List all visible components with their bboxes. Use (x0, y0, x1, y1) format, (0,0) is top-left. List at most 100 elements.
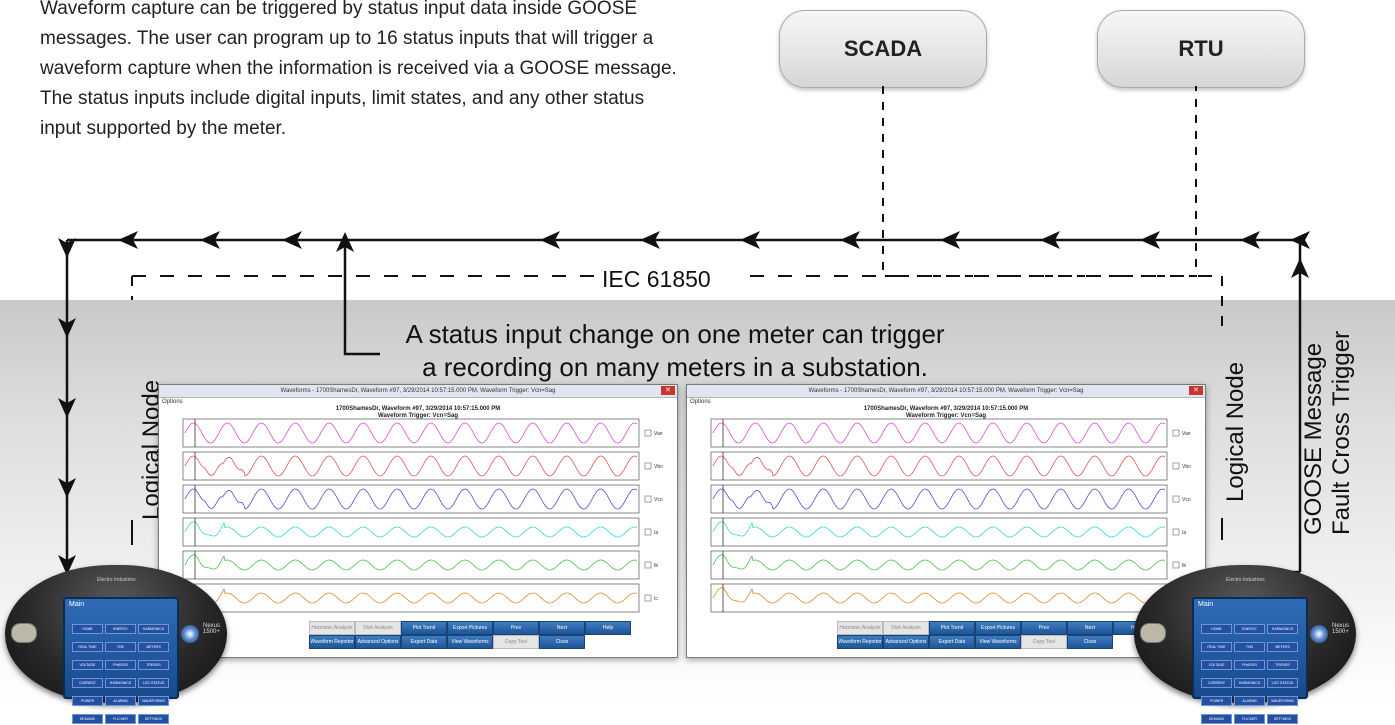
meter-menu-button[interactable]: HARMONICS (138, 624, 169, 634)
meter-menu-button[interactable]: ALARMS (105, 696, 136, 706)
lock-icon (1140, 623, 1166, 643)
window-button[interactable]: Export Data (401, 635, 447, 649)
meter-menu-button[interactable]: PHASOR (1234, 660, 1265, 670)
meter-menu-button[interactable]: POWER (72, 696, 103, 706)
knob-icon[interactable] (181, 625, 199, 643)
meter-menu-button[interactable]: DEMAND (72, 714, 103, 724)
waveform-trace-ic (712, 586, 1166, 604)
window-button[interactable]: Close (539, 635, 585, 649)
meter-menu-button[interactable]: REAL TIME (1201, 642, 1232, 652)
meter-menu-button[interactable]: DEMAND (1201, 714, 1232, 724)
window-button[interactable]: Export Pictures (975, 621, 1021, 635)
channel-label: Van (654, 431, 663, 437)
waveform-trigger-heading: Waveform Trigger: Vcn=Sag (906, 413, 986, 419)
channel-checkbox[interactable] (1172, 495, 1180, 503)
window-button[interactable]: Next (1067, 621, 1113, 635)
channel-checkbox[interactable] (1172, 462, 1180, 470)
callout-line-2: a recording on many meters in a substati… (422, 352, 928, 382)
channel-checkbox[interactable] (644, 528, 652, 536)
window-button[interactable]: View Waveforms (447, 635, 493, 649)
meter-menu-button[interactable]: POWER (1201, 696, 1232, 706)
meter-menu-button[interactable]: THD (105, 642, 136, 652)
window-button[interactable]: Advanced Options (355, 635, 401, 649)
meter-menu-button[interactable]: ENERGY (1234, 624, 1265, 634)
meter-menu-button[interactable]: THD (1234, 642, 1265, 652)
channel-checkbox[interactable] (644, 429, 652, 437)
meter-menu-button[interactable]: VOLTAGE (72, 660, 103, 670)
meter-menu-button[interactable]: SETTINGS (1267, 714, 1298, 724)
window-button[interactable]: Disk Analysis (355, 621, 401, 635)
meter-menu-button[interactable]: WAVEFORMS (1267, 696, 1298, 706)
connection-lines (58, 86, 1310, 575)
window-title: Waveforms - 1700ShamesDr, Waveform #97, … (808, 388, 1084, 394)
meter-menu-button[interactable]: TRENDS (1267, 660, 1298, 670)
meter-menu-button[interactable]: SETTINGS (138, 714, 169, 724)
window-button[interactable]: Export Pictures (447, 621, 493, 635)
meter-menu-button[interactable]: CURRENT (1201, 678, 1232, 688)
meter-menu-button[interactable]: LOG STATUS (1267, 678, 1298, 688)
knob-icon[interactable] (1310, 625, 1328, 643)
channel-checkbox[interactable] (1172, 528, 1180, 536)
meter-menu-button[interactable]: WAVEFORMS (138, 696, 169, 706)
close-icon[interactable]: ✕ (1189, 386, 1203, 395)
channel-checkbox[interactable] (644, 495, 652, 503)
meter-menu-button[interactable]: HARMONICS (1234, 678, 1265, 688)
bus-arrows (58, 231, 1310, 575)
window-button[interactable]: Waveform Reporter (309, 635, 355, 649)
channel-label: Ia (654, 530, 658, 536)
waveform-heading: 1700ShamesDr, Waveform #97, 3/29/2014 10… (863, 406, 1029, 412)
meter-menu-button[interactable]: TRENDS (138, 660, 169, 670)
meter-menu-button[interactable]: ENERGY (105, 624, 136, 634)
meter-menu-button[interactable]: HARMONICS (1267, 624, 1298, 634)
meter-menu-button[interactable]: VOLTAGE (1201, 660, 1232, 670)
window-button[interactable]: Plot Trend (401, 621, 447, 635)
meter-menu-button[interactable]: HOME (1201, 624, 1232, 634)
callout-text: A status input change on one meter can t… (380, 318, 970, 384)
meter-menu-button[interactable]: REAL TIME (72, 642, 103, 652)
channel-checkbox[interactable] (644, 561, 652, 569)
window-button[interactable]: Harmonic Analysis (837, 621, 883, 635)
window-button[interactable]: Waveform Reporter (837, 635, 883, 649)
channel-checkbox[interactable] (1172, 561, 1180, 569)
meter-menu-button[interactable]: METERS (1267, 642, 1298, 652)
close-icon[interactable]: ✕ (661, 386, 675, 395)
window-button[interactable]: Plot Trend (929, 621, 975, 635)
window-button[interactable]: Prev (1021, 621, 1067, 635)
meter-menu-button[interactable]: HOME (72, 624, 103, 634)
window-button[interactable]: Copy Text (1021, 635, 1067, 649)
window-button[interactable]: Next (539, 621, 585, 635)
meter-menu-button[interactable]: CURRENT (72, 678, 103, 688)
channel-checkbox[interactable] (644, 594, 652, 602)
window-button[interactable]: Copy Text (493, 635, 539, 649)
goose-message-label: GOOSE Message (1300, 342, 1327, 535)
meter-menu-button[interactable]: FLICKER (105, 714, 136, 724)
options-menu[interactable]: Options (162, 399, 183, 405)
waveform-channel-box (182, 583, 640, 613)
options-menu[interactable]: Options (690, 399, 711, 405)
window-button[interactable]: Help (585, 621, 631, 635)
window-button[interactable]: Harmonic Analysis (309, 621, 355, 635)
window-button[interactable]: Advanced Options (883, 635, 929, 649)
window-button[interactable]: Close (1067, 635, 1113, 649)
waveform-channel-box (710, 484, 1168, 514)
window-button[interactable]: Export Data (929, 635, 975, 649)
window-button[interactable]: Disk Analysis (883, 621, 929, 635)
meter-menu-button[interactable]: HARMONICS (105, 678, 136, 688)
waveform-channel-box (710, 451, 1168, 481)
meter-menu-button[interactable]: ALARMS (1234, 696, 1265, 706)
scada-dashed-link (882, 86, 1197, 277)
window-button[interactable]: Prev (493, 621, 539, 635)
channel-checkbox[interactable] (644, 462, 652, 470)
channel-checkbox[interactable] (1172, 429, 1180, 437)
window-button[interactable]: View Waveforms (975, 635, 1021, 649)
meter-menu-button[interactable]: METERS (138, 642, 169, 652)
meter-menu-button[interactable]: PHASOR (105, 660, 136, 670)
meter-menu-button[interactable]: LOG STATUS (138, 678, 169, 688)
meter-menu-button[interactable]: FLICKER (1234, 714, 1265, 724)
